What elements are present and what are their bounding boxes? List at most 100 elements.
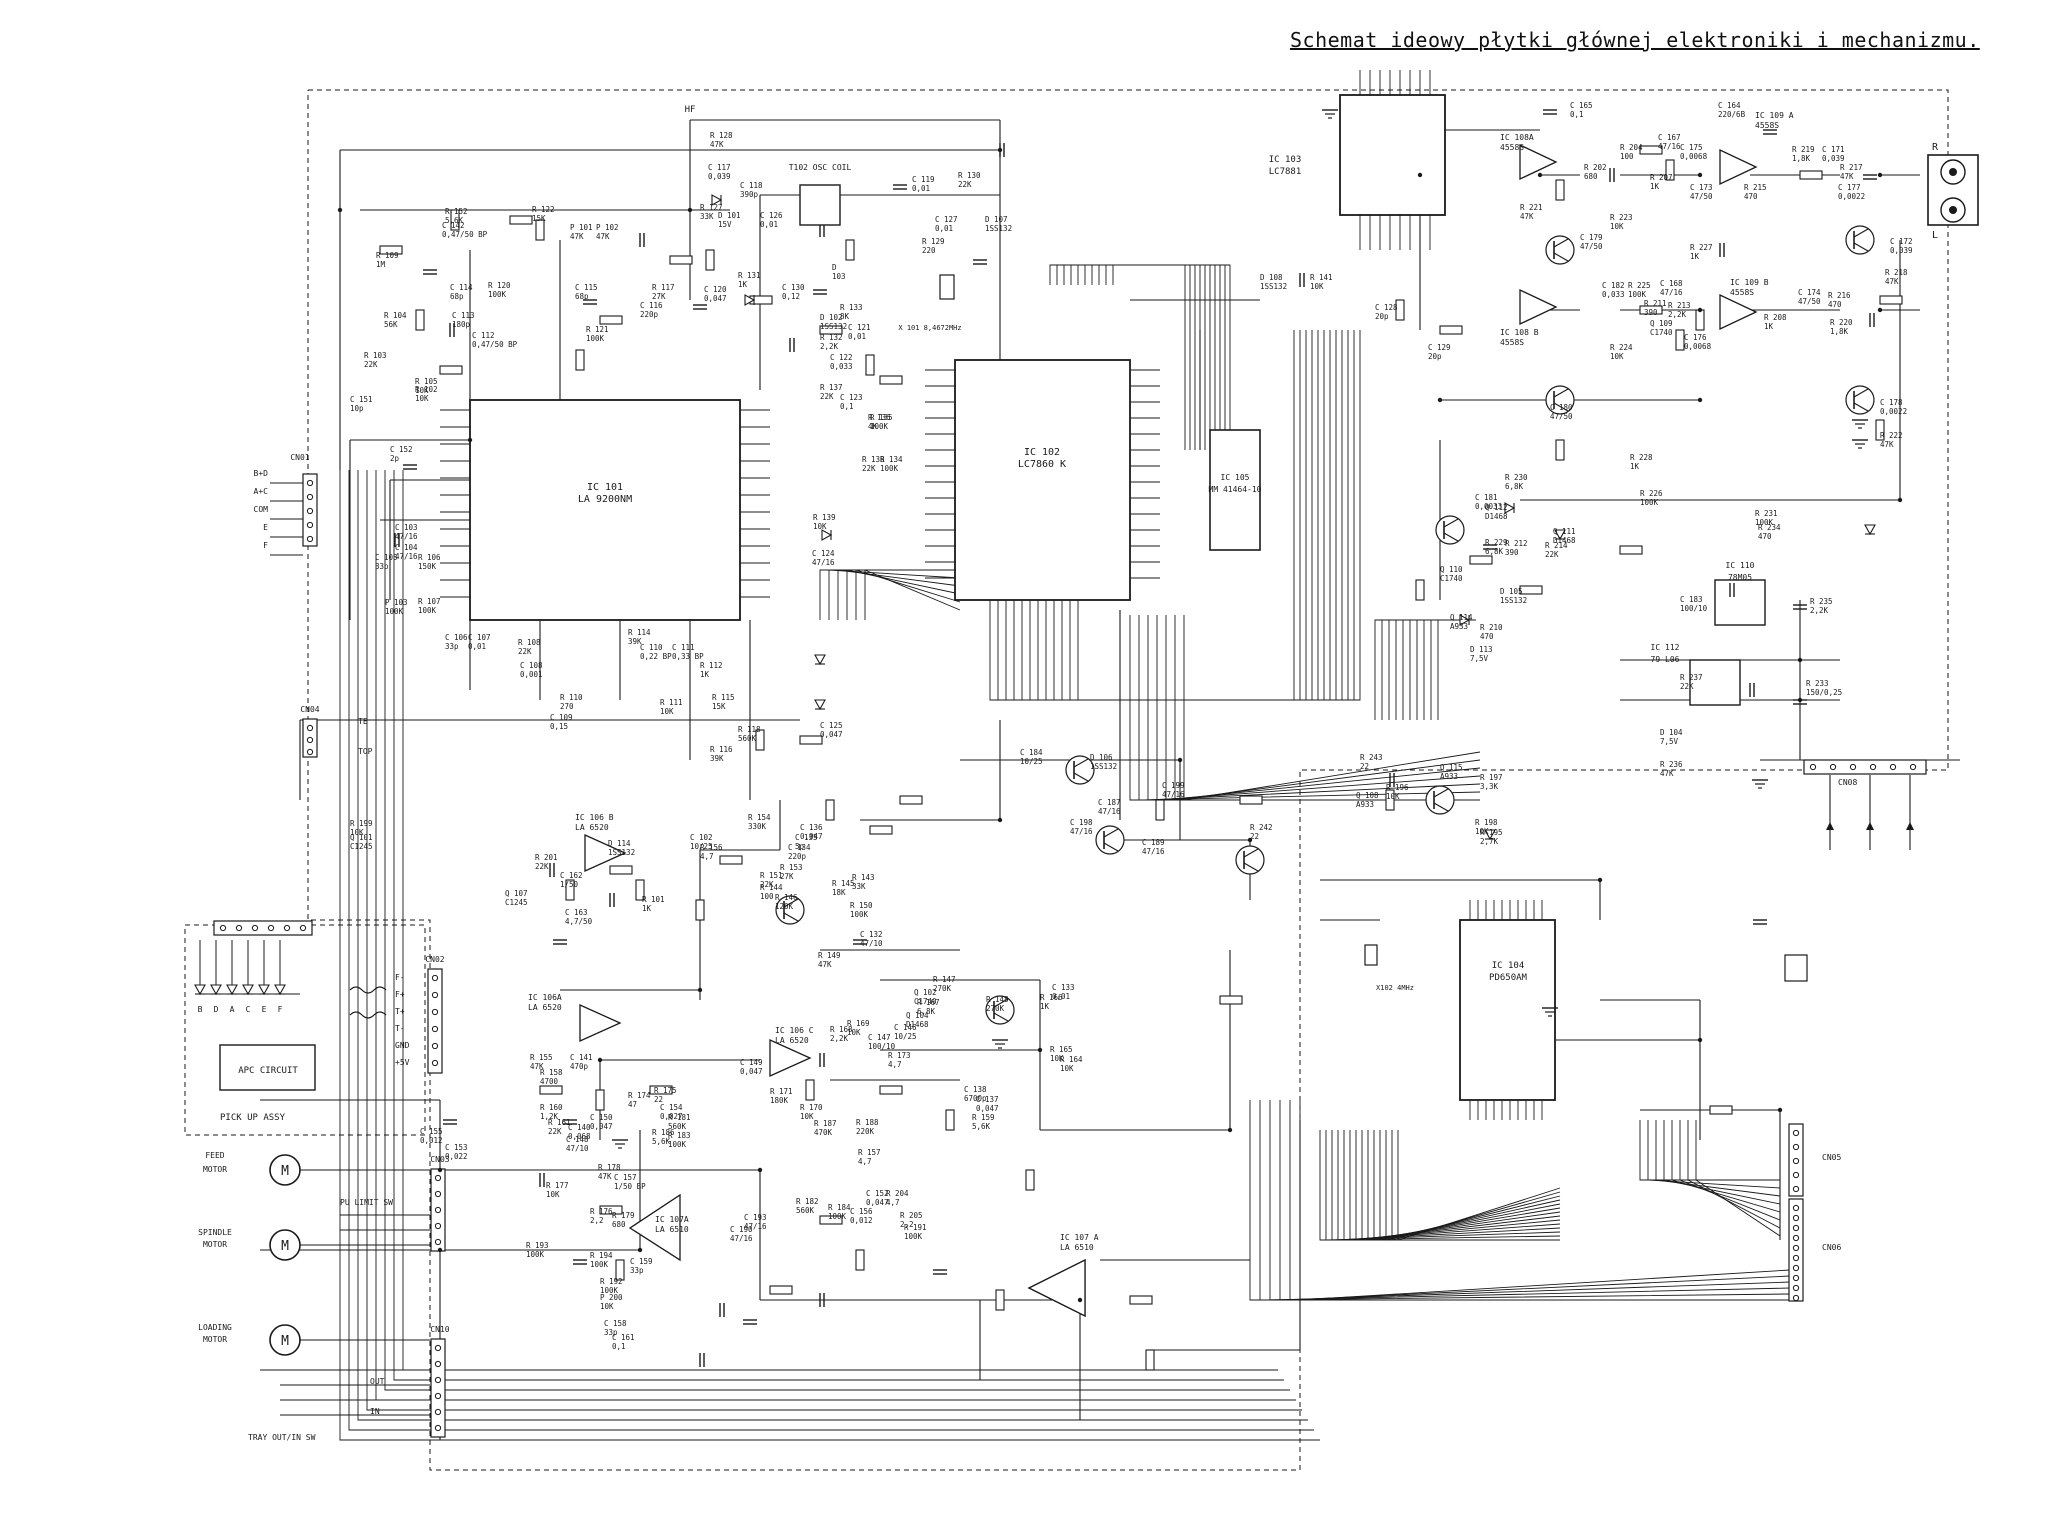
cn02-pin-label: F- <box>395 973 405 982</box>
connector-pin <box>434 1344 442 1352</box>
component-value-label: 47/16 <box>1658 142 1681 151</box>
component-value-label: 22K <box>862 464 876 473</box>
wire <box>1437 619 1476 720</box>
resistor-symbol <box>1415 579 1425 601</box>
component-value-label: 0,047 <box>590 1122 613 1131</box>
connector-pin <box>267 924 275 932</box>
component-ref-label: R 114 <box>628 628 651 637</box>
component-ref-label: R 233 <box>1806 679 1829 688</box>
component-value-label: 20p <box>1428 352 1442 361</box>
component-value-label: 22K <box>535 862 549 871</box>
resistor-symbol <box>879 1085 903 1095</box>
component-value-label: 680 <box>612 1220 626 1229</box>
component-ref-label: C 102 <box>690 833 713 842</box>
wire <box>1853 402 1869 412</box>
component-value-label: 560K <box>668 1122 687 1131</box>
component-ref-label: R 224 <box>1610 343 1633 352</box>
wire <box>1373 1130 1561 1241</box>
wire <box>1853 242 1869 252</box>
junction-dot <box>1797 657 1803 663</box>
diode-symbol <box>194 984 206 996</box>
component-ref-label: R 236 <box>1660 760 1683 769</box>
component-value-label: 560K <box>738 734 757 743</box>
component-ref-label: Q 108 <box>1356 791 1379 800</box>
ic-part-label: LA 6520 <box>775 1036 809 1045</box>
component-value-label: 8K <box>840 312 850 321</box>
connector-pin <box>434 1360 442 1368</box>
q112-symbol <box>1845 225 1875 255</box>
component-value-label: 1SS132 <box>985 224 1012 233</box>
resistor-symbol <box>539 1085 563 1095</box>
component-value-label: 470K <box>814 1128 833 1137</box>
component-value-label: 100K <box>418 606 437 615</box>
component-ref-label: R 205 <box>900 1211 923 1220</box>
component-ref-label: C 120 <box>704 285 727 294</box>
cn04-pin-label: TOP <box>358 747 373 756</box>
junction-dot <box>697 987 703 993</box>
component-ref-label: R 223 <box>1610 213 1633 222</box>
component-ref-label: C 165 <box>1570 101 1593 110</box>
wire <box>1402 619 1456 720</box>
component-value-label: 0,1 <box>840 402 854 411</box>
wire <box>366 470 1302 1411</box>
component-value-label: 100K <box>488 290 507 299</box>
wire <box>1165 615 1481 801</box>
junction-dot <box>1877 307 1883 313</box>
component-value-label: 27K <box>652 292 666 301</box>
resistor-symbol <box>1639 305 1663 315</box>
component-ref-label: C 118 <box>740 181 763 190</box>
component-value-label: 0,012 <box>850 1216 873 1225</box>
component-value-label: 180K <box>770 1096 789 1105</box>
component-ref-label: R 222 <box>1880 431 1903 440</box>
connector-label: CN02 <box>425 955 444 964</box>
cn02-pin-label: F+ <box>395 990 405 999</box>
component-ref-label: C 177 <box>1838 183 1861 192</box>
component-value-label: 2p <box>390 454 400 463</box>
resistor-symbol <box>1875 419 1885 441</box>
resistor-symbol <box>450 209 460 231</box>
component-ref-label: D 107 <box>985 215 1008 224</box>
ic-ref-label: IC 112 <box>1651 643 1680 652</box>
component-ref-label: R 179 <box>612 1211 635 1220</box>
component-value-label: 100K <box>590 1260 609 1269</box>
q102-symbol <box>775 895 805 925</box>
component-ref-label: Q 109 <box>1650 319 1673 328</box>
connector-pin <box>434 1190 442 1198</box>
component-value-label: 22 <box>654 1095 663 1104</box>
ic106a-symbol <box>579 1003 622 1043</box>
junction-dot <box>1697 307 1703 313</box>
connector-pin <box>1792 1214 1800 1222</box>
connector-pin <box>434 1392 442 1400</box>
ic108b-symbol <box>1519 288 1558 326</box>
component-ref-label: R 118 <box>738 725 761 734</box>
component-value-label: 1K <box>1764 322 1774 331</box>
junction-dot <box>437 1247 443 1253</box>
wire <box>1433 788 1449 798</box>
resistor-symbol <box>599 1205 623 1215</box>
connector-pin <box>1792 1171 1800 1179</box>
connector-label: CN10 <box>430 1325 449 1334</box>
ic-ref-label: IC 108A <box>1500 133 1534 142</box>
connector-body <box>1803 759 1927 775</box>
q115-symbol <box>1065 755 1095 785</box>
ic-ref-label: IC 110 <box>1726 561 1755 570</box>
component-ref-label: R 146 <box>775 893 798 902</box>
component-value-label: 22K <box>820 392 834 401</box>
component-value-label: 47/16 <box>1660 288 1683 297</box>
component-ref-label: R 197 <box>1480 773 1503 782</box>
connector-pin <box>1792 1143 1800 1151</box>
ic-ref-label: IC 104 <box>1492 961 1525 971</box>
component-value-label: 100K <box>385 607 404 616</box>
resistor-symbol <box>1619 545 1643 555</box>
ic106c-symbol <box>769 1038 812 1078</box>
component-value-label: 47K <box>1840 172 1854 181</box>
component-ref-label: R 145 <box>832 879 855 888</box>
ic103-body <box>1339 94 1446 216</box>
cn04-connector <box>302 718 318 758</box>
component-value-label: 150K <box>418 562 437 571</box>
ic-part-label: 4558S <box>1500 143 1524 152</box>
component-ref-label: R 207 <box>1650 173 1673 182</box>
component-ref-label: R 192 <box>600 1277 623 1286</box>
component-ref-label: R 213 <box>1668 301 1691 310</box>
component-value-label: 10/25 <box>894 1032 917 1041</box>
